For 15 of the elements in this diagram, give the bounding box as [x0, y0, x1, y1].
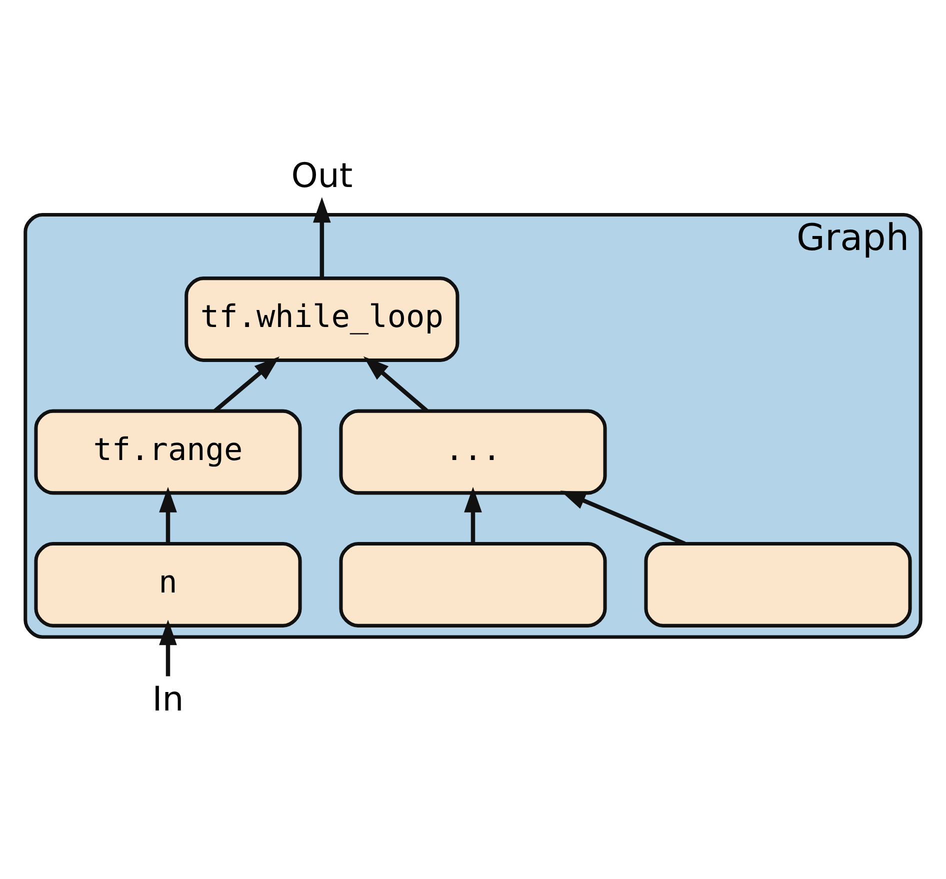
arrow: [159, 619, 177, 676]
node-box: [644, 542, 912, 627]
node-text: Out: [291, 155, 353, 194]
arrow: [560, 490, 686, 546]
arrow: [313, 196, 331, 278]
node-text: In: [152, 679, 184, 718]
node-box: n: [34, 542, 302, 627]
node-box: tf.range: [34, 408, 302, 494]
node-box: tf.while_loop: [184, 276, 460, 362]
arrow: [214, 356, 280, 412]
node-box: ...: [339, 408, 607, 494]
arrow: [464, 486, 482, 544]
node-box: [339, 542, 607, 627]
arrow: [363, 356, 428, 412]
arrow: [159, 486, 177, 544]
